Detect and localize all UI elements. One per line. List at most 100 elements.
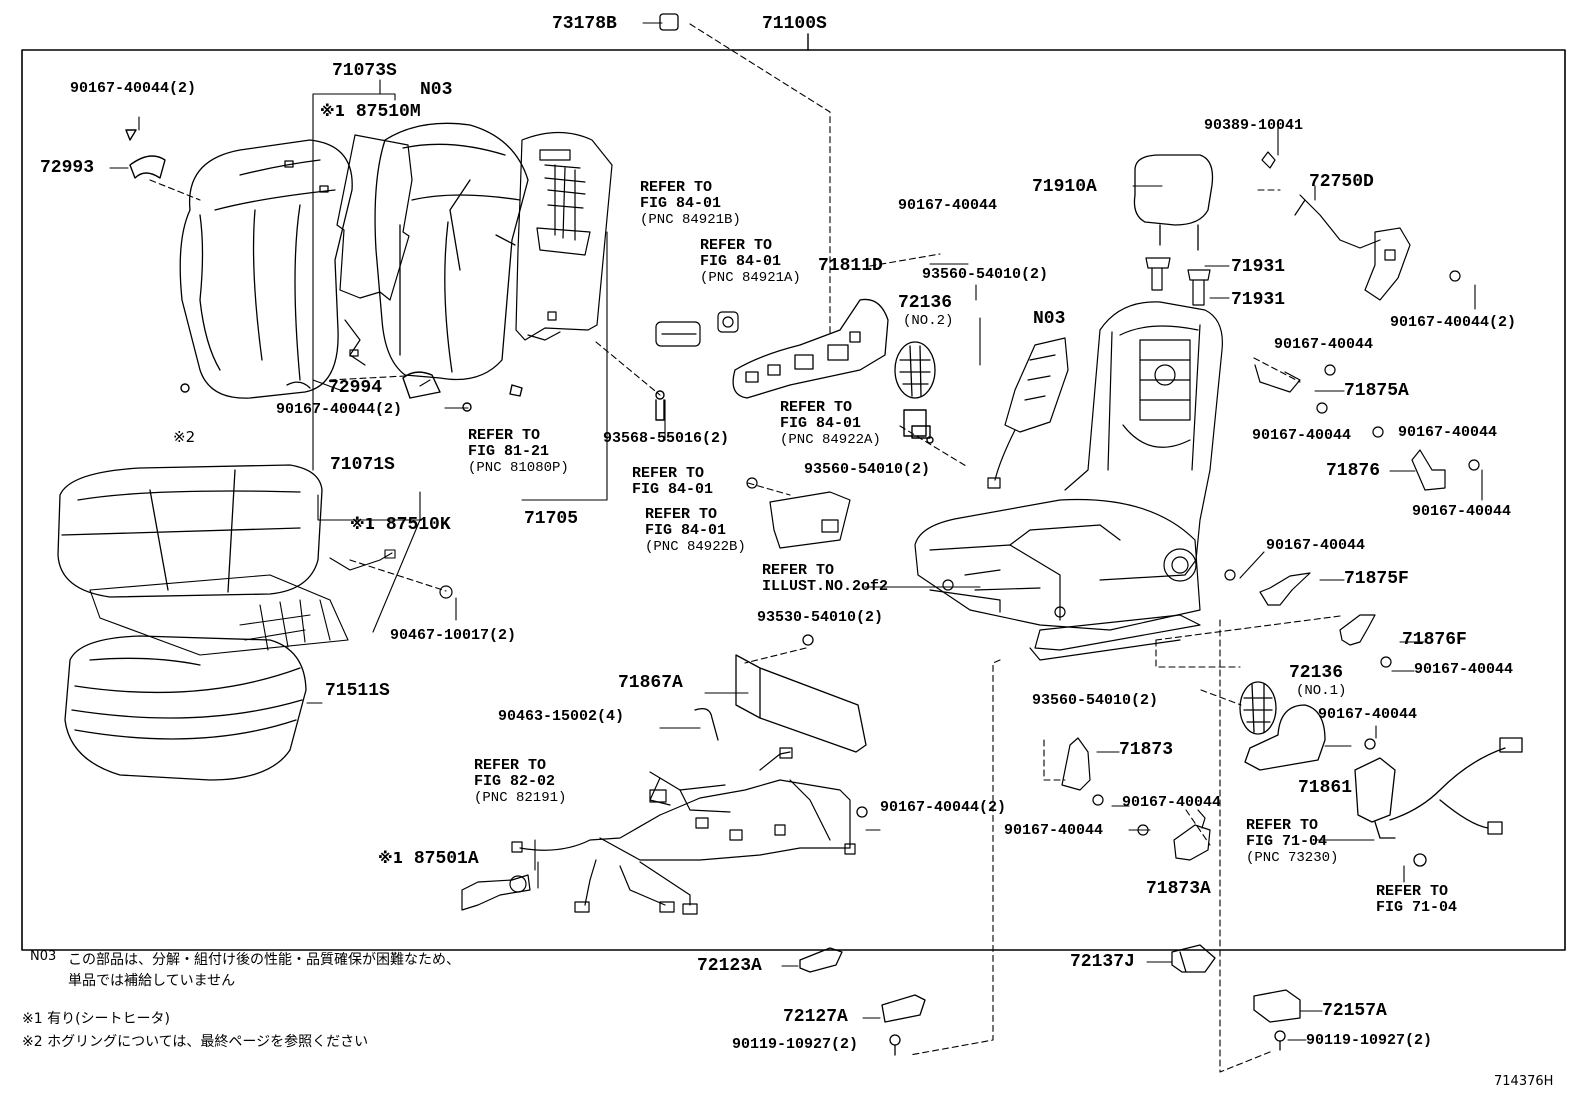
label-90463: 90463-15002(4) xyxy=(498,708,625,725)
label-87510K: ※1 87510K xyxy=(350,515,451,535)
seatback-pad xyxy=(374,122,529,381)
label-87501A: ※1 87501A xyxy=(378,849,479,869)
label-71705: 71705 xyxy=(524,509,579,529)
label-72157A: 72157A xyxy=(1322,1001,1387,1021)
headrest-guide-b xyxy=(1187,269,1211,306)
footnote-mark1: ※1 有り(シートヒータ) xyxy=(22,1011,171,1027)
label-72136-no1: 72136 xyxy=(1289,663,1344,683)
label-90167-c: 90167-40044 xyxy=(1252,427,1352,444)
label-90167-tl: 90167-40044(2) xyxy=(70,80,197,97)
label-90167-tr: 90167-40044(2) xyxy=(1390,314,1517,331)
label-90119-a: 90119-10927(2) xyxy=(732,1036,859,1053)
cover-72127A xyxy=(881,994,926,1056)
cover-72157A xyxy=(1253,989,1301,1051)
headrest xyxy=(1133,154,1214,251)
label-72993: 72993 xyxy=(40,158,95,178)
label-71931-a: 71931 xyxy=(1231,257,1286,277)
label-72750D: 72750D xyxy=(1309,172,1374,192)
label-71071S: 71071S xyxy=(330,455,395,475)
label-72136-no2: 72136 xyxy=(898,293,953,313)
label-71875A: 71875A xyxy=(1344,381,1409,401)
label-72137J: 72137J xyxy=(1070,952,1135,972)
label-90167-g: 90167-40044 xyxy=(1414,661,1514,678)
lumbar-wire xyxy=(1261,151,1461,301)
label-mark2: ※2 xyxy=(173,428,196,446)
bracket-71873A xyxy=(1137,809,1211,861)
bracket-71875A xyxy=(1254,364,1336,414)
label-71861: 71861 xyxy=(1298,778,1353,798)
footnote-n03-key: N03 xyxy=(30,949,57,964)
switch-84921B xyxy=(655,321,701,347)
label-71073S: 71073S xyxy=(332,61,397,81)
cover-72137J xyxy=(1171,944,1216,973)
label-72994: 72994 xyxy=(328,378,383,398)
label-71876: 71876 xyxy=(1326,461,1381,481)
wire-harness xyxy=(461,747,856,915)
label-93560-c: 93560-54010(2) xyxy=(1032,692,1159,709)
cushion-pad xyxy=(64,635,307,781)
label-72136-no1-sub: (NO.1) xyxy=(1296,683,1347,699)
label-N03-b: N03 xyxy=(1033,309,1066,329)
label-90167-j: 90167-40044 xyxy=(1004,822,1104,839)
label-72136-no2-sub: (NO.2) xyxy=(903,313,954,329)
hog-ring xyxy=(180,383,190,393)
label-90119-b: 90119-10927(2) xyxy=(1306,1032,1433,1049)
label-93530: 93530-54010(2) xyxy=(757,609,884,626)
cover-72123A xyxy=(799,947,843,973)
label-71100S: 71100S xyxy=(762,14,827,34)
side-shield xyxy=(732,298,889,399)
label-90167-b: 90167-40044 xyxy=(1274,336,1374,353)
seatbelt-buckle xyxy=(1354,737,1523,867)
module-84922B xyxy=(746,477,851,549)
bracket-71873 xyxy=(1061,737,1104,806)
label-71811D: 71811D xyxy=(818,256,883,276)
seatback-cover xyxy=(179,139,353,399)
seatback-heater xyxy=(336,134,413,366)
bracket-71875F xyxy=(1224,569,1311,606)
cushion-cover xyxy=(57,464,323,598)
label-72123A: 72123A xyxy=(697,956,762,976)
assembly-frame xyxy=(21,49,1566,951)
label-90167-d: 90167-40044 xyxy=(1398,424,1498,441)
clip-90463 xyxy=(694,707,719,741)
footnote-n03-line2: 単品では補給していません xyxy=(68,973,236,989)
cover-71867A xyxy=(735,634,868,818)
label-87510M: ※1 87510M xyxy=(320,102,421,122)
label-71876F: 71876F xyxy=(1402,630,1467,650)
label-71867A: 71867A xyxy=(618,673,683,693)
label-90167-h: 90167-40044 xyxy=(1318,706,1418,723)
knob-no1 xyxy=(1239,681,1277,735)
label-71910A: 71910A xyxy=(1032,177,1097,197)
seatback-board xyxy=(515,131,613,341)
label-90167-a: 90167-40044 xyxy=(898,197,998,214)
bracket-71876F xyxy=(1339,614,1392,668)
side-airbag xyxy=(987,337,1069,489)
diagram-id: 714376H xyxy=(1494,1074,1554,1089)
label-71873A: 71873A xyxy=(1146,879,1211,899)
label-90167-f: 90167-40044 xyxy=(1266,537,1366,554)
headrest-guide-a xyxy=(1145,257,1171,291)
cushion-heater xyxy=(89,549,396,656)
switch-84921A xyxy=(717,311,739,333)
trim-cover-71861 xyxy=(1244,704,1376,771)
label-90467: 90467-10017(2) xyxy=(390,627,517,644)
switch-84922A xyxy=(903,409,934,444)
clip-72994 xyxy=(402,371,523,412)
label-71873: 71873 xyxy=(1119,740,1174,760)
label-90167-bot: 90167-40044(2) xyxy=(880,799,1007,816)
label-73178B: 73178B xyxy=(552,14,617,34)
clip-72993 xyxy=(125,129,166,179)
footnote-n03-line1: この部品は、分解・組付け後の性能・品質確保が困難なため、 xyxy=(68,952,460,968)
label-71931-b: 71931 xyxy=(1231,290,1286,310)
label-72127A: 72127A xyxy=(783,1007,848,1027)
cap-73178B xyxy=(659,13,679,31)
